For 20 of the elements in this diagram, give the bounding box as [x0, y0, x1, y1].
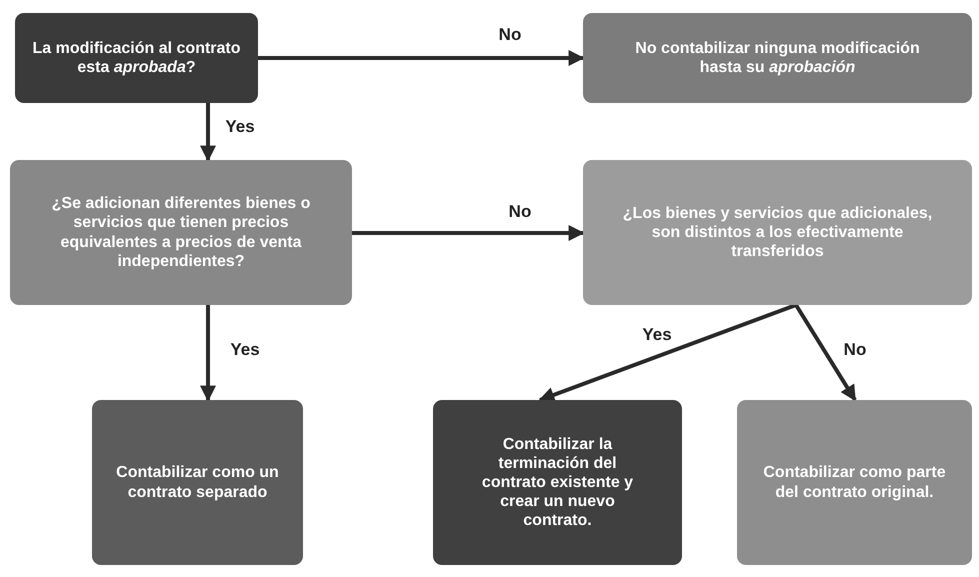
process-box — [583, 13, 972, 103]
process-box — [92, 400, 303, 565]
arrow — [352, 225, 585, 241]
arrow — [258, 50, 585, 66]
node-text: Contabilizar como parte del contrato original. — [762, 463, 947, 502]
node-text: ¿Se adicionan diferentes bienes o servicios que tienen precios equivalentes a precios de venta independientes? — [50, 194, 312, 271]
decision-box — [15, 13, 258, 103]
decision-box — [583, 160, 972, 305]
node-text: La modificación al contrato esta aprobada? — [31, 38, 242, 78]
node-text: Contabilizar la terminación del contrato existente y crear un nuevo contrato. — [480, 434, 634, 530]
arrow — [794, 304, 857, 402]
node-text: Contabilizar como un contrato separado — [116, 463, 279, 502]
arrow — [200, 103, 216, 162]
arrow — [538, 303, 797, 402]
decision-box — [10, 160, 352, 305]
node-text: ¿Los bienes y servicios que adicionales, son distintos a los efectivamente transferidos — [622, 204, 934, 262]
node-text: No contabilizar ninguna modificación hasta su aprobación — [634, 38, 921, 78]
process-box — [433, 400, 682, 565]
process-box — [737, 400, 972, 565]
arrow — [200, 305, 216, 402]
